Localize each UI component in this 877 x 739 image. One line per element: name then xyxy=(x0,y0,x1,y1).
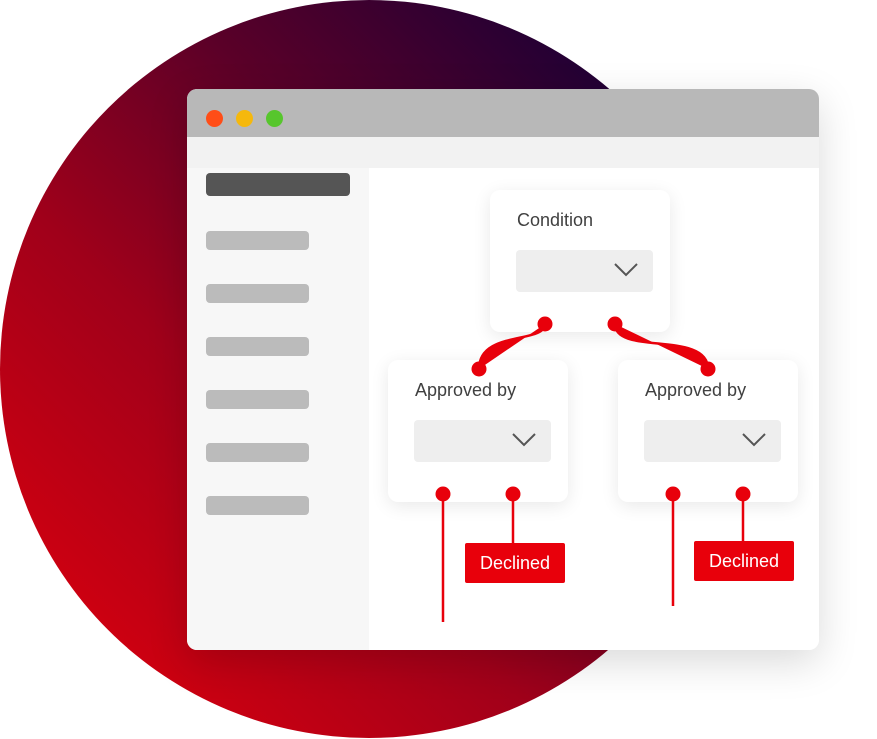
maximize-dot-icon[interactable] xyxy=(266,110,283,127)
approved-by-label-right: Approved by xyxy=(645,380,747,400)
sidebar-item[interactable] xyxy=(206,443,309,462)
sidebar-item[interactable] xyxy=(206,496,309,515)
chevron-down-icon xyxy=(512,433,536,447)
title-bar xyxy=(187,89,819,137)
declined-tag-left[interactable]: Declined xyxy=(465,543,565,583)
condition-label: Condition xyxy=(517,210,594,230)
sidebar xyxy=(187,168,369,650)
sidebar-item[interactable] xyxy=(206,231,309,250)
sidebar-item[interactable] xyxy=(206,390,309,409)
approved-by-label-left: Approved by xyxy=(415,380,517,400)
declined-tag-right[interactable]: Declined xyxy=(694,541,794,581)
approved-by-card-left: Approved by xyxy=(388,360,568,502)
toolbar-strip xyxy=(187,137,819,168)
approved-by-dropdown-right[interactable] xyxy=(644,420,781,462)
condition-dropdown[interactable] xyxy=(516,250,653,292)
close-dot-icon[interactable] xyxy=(206,110,223,127)
minimize-dot-icon[interactable] xyxy=(236,110,253,127)
sidebar-item-active[interactable] xyxy=(206,173,350,196)
approved-by-card-right: Approved by xyxy=(618,360,798,502)
approved-by-dropdown-left[interactable] xyxy=(414,420,551,462)
condition-card: Condition xyxy=(490,190,670,332)
sidebar-item[interactable] xyxy=(206,337,309,356)
chevron-down-icon xyxy=(742,433,766,447)
chevron-down-icon xyxy=(614,263,638,277)
sidebar-item[interactable] xyxy=(206,284,309,303)
